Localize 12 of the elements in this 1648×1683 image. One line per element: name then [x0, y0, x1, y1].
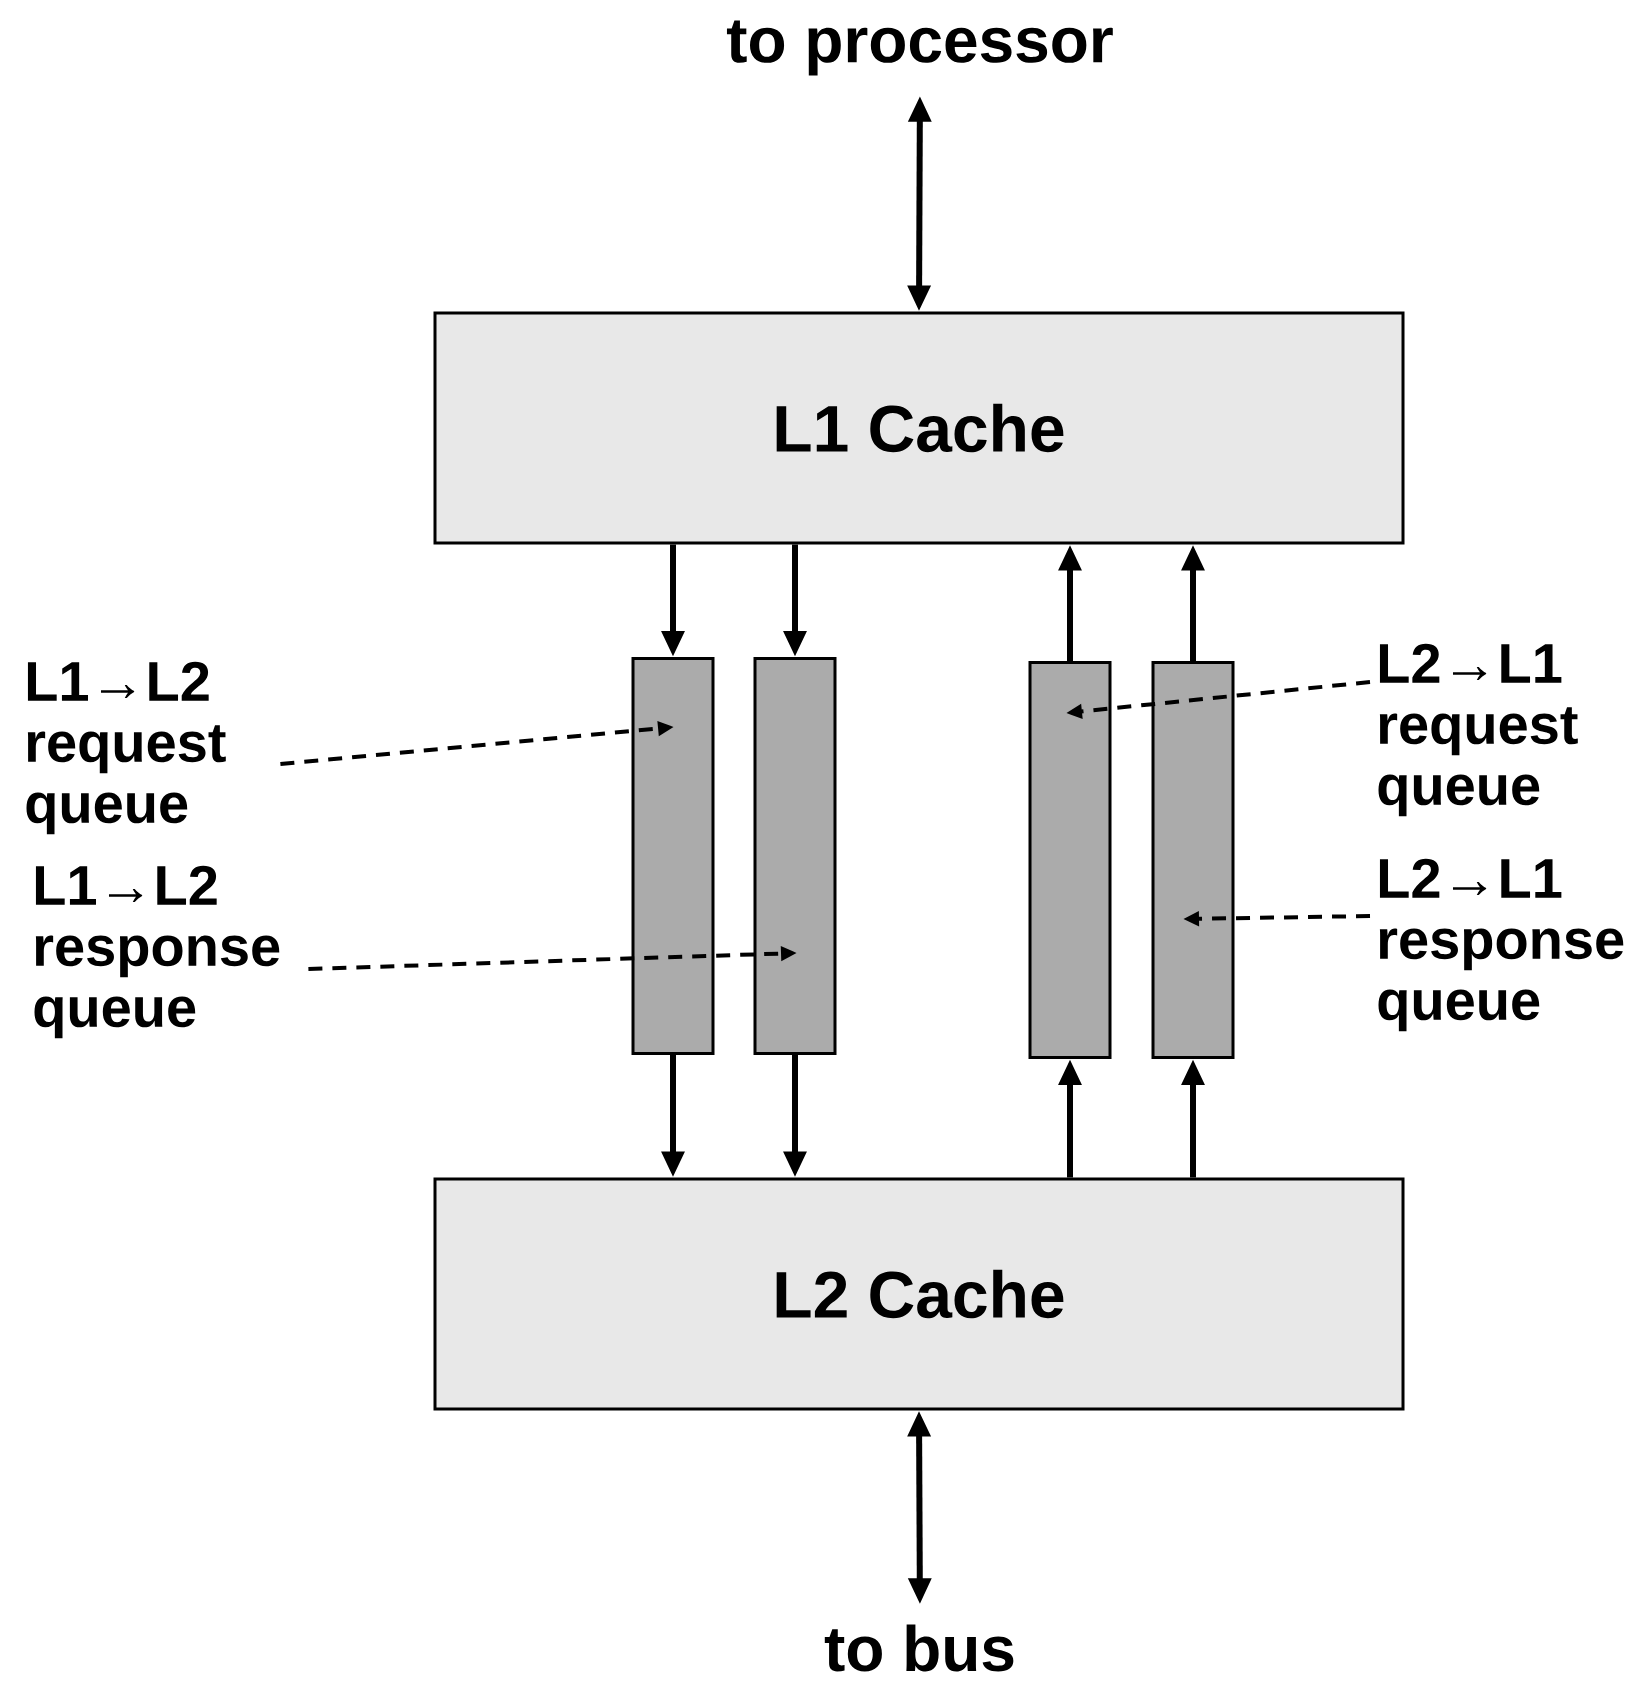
cache-box: L2 Cache	[433, 1177, 1405, 1411]
queue-bar	[631, 657, 715, 1055]
queue-bar	[753, 657, 837, 1055]
cache-box: L1 Cache	[433, 311, 1405, 545]
caption-text: to bus	[824, 1624, 1014, 1672]
queue-bar	[1028, 661, 1112, 1059]
queue-label: L1→L2 request queue	[26, 661, 226, 835]
queue-label: L2→L1 request queue	[1378, 643, 1578, 817]
queue-label: L1→L2 response queue	[34, 865, 280, 1039]
queue-label: L2→L1 response queue	[1378, 858, 1624, 1032]
caption-text: to processor	[726, 20, 1113, 76]
queue-bar	[1151, 661, 1235, 1059]
